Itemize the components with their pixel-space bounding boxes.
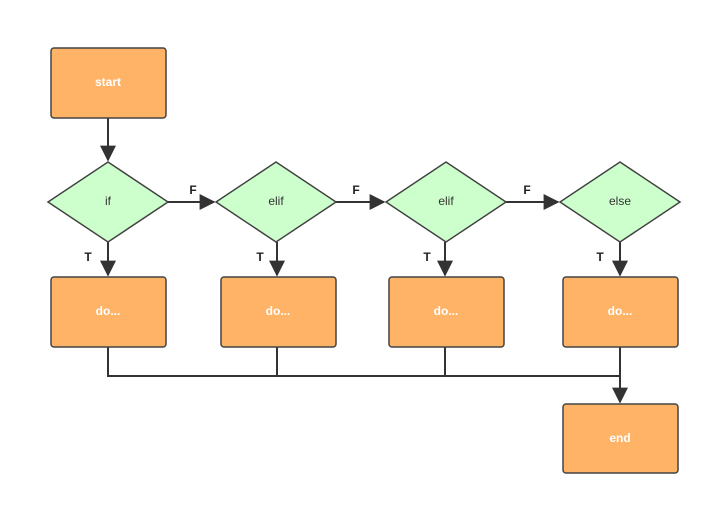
do-box-4	[562, 276, 679, 348]
do-node-2: do...	[220, 276, 337, 348]
do-box-3	[388, 276, 505, 348]
if-true-label: T	[84, 250, 92, 264]
do-node-4: do...	[562, 276, 679, 348]
do-node-3: do...	[388, 276, 505, 348]
elif-1-true-label: T	[256, 250, 264, 264]
end-box	[562, 403, 679, 474]
do-node-1: do...	[50, 276, 167, 348]
if-diamond	[46, 161, 170, 243]
end-label: end	[609, 431, 630, 445]
start-label: start	[95, 75, 121, 89]
if-label: if	[105, 194, 112, 208]
end-node: end	[562, 403, 679, 474]
do-label-2: do...	[266, 304, 291, 318]
elif-2-true-label: T	[423, 250, 431, 264]
elif-node-1: elif	[214, 161, 338, 243]
elif-diamond-1	[214, 161, 338, 243]
elif-label-2: elif	[438, 194, 454, 208]
elif-diamond-2	[384, 161, 508, 243]
merge-line	[107, 347, 620, 377]
do-label-3: do...	[434, 304, 459, 318]
if-node: if	[46, 161, 170, 243]
branch-labels: F F F T T T T	[84, 183, 604, 264]
else-node: else	[558, 161, 682, 243]
elif-label-1: elif	[268, 194, 284, 208]
start-box	[50, 47, 167, 119]
do-label-1: do...	[96, 304, 121, 318]
if-false-label: F	[189, 183, 196, 197]
do-box-1	[50, 276, 167, 348]
elif-1-false-label: F	[352, 183, 359, 197]
do-box-2	[220, 276, 337, 348]
connectors	[100, 118, 628, 404]
do-label-4: do...	[608, 304, 633, 318]
elif-2-false-label: F	[523, 183, 530, 197]
start-node: start	[50, 47, 167, 119]
else-diamond	[558, 161, 682, 243]
elif-node-2: elif	[384, 161, 508, 243]
else-true-label: T	[596, 250, 604, 264]
else-label: else	[609, 194, 631, 208]
